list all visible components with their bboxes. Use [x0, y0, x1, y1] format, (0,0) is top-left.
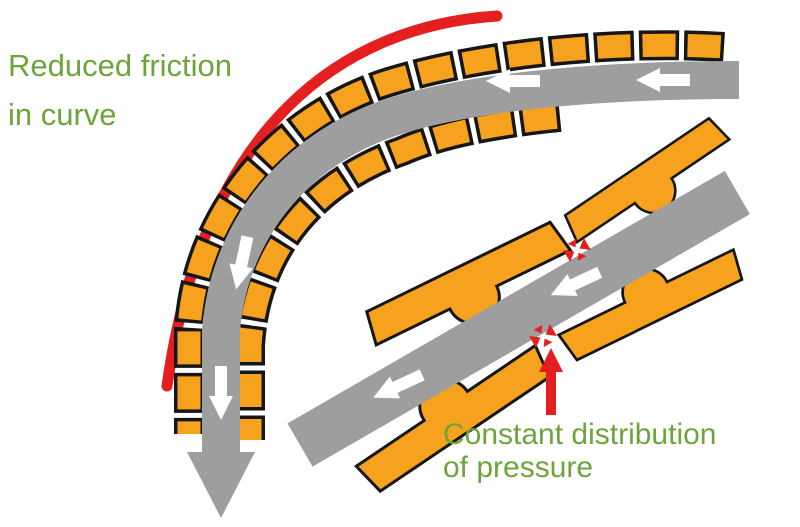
- pressure-detail-view: [287, 114, 750, 496]
- pressure-arrow-icon: [539, 348, 563, 415]
- outer-plate-strip-fill: [177, 33, 725, 434]
- outer-plate-strip: [174, 30, 725, 434]
- reduced-friction-label: Reduced friction in curve: [8, 48, 233, 132]
- inner-plate-strip-fill: [238, 105, 562, 440]
- inner-plate-strip: [235, 102, 562, 440]
- constant-pressure-label: Constant distribution of pressure: [443, 418, 717, 484]
- belt-end-arrow-icon: [187, 452, 255, 518]
- detail-belt: [287, 170, 750, 467]
